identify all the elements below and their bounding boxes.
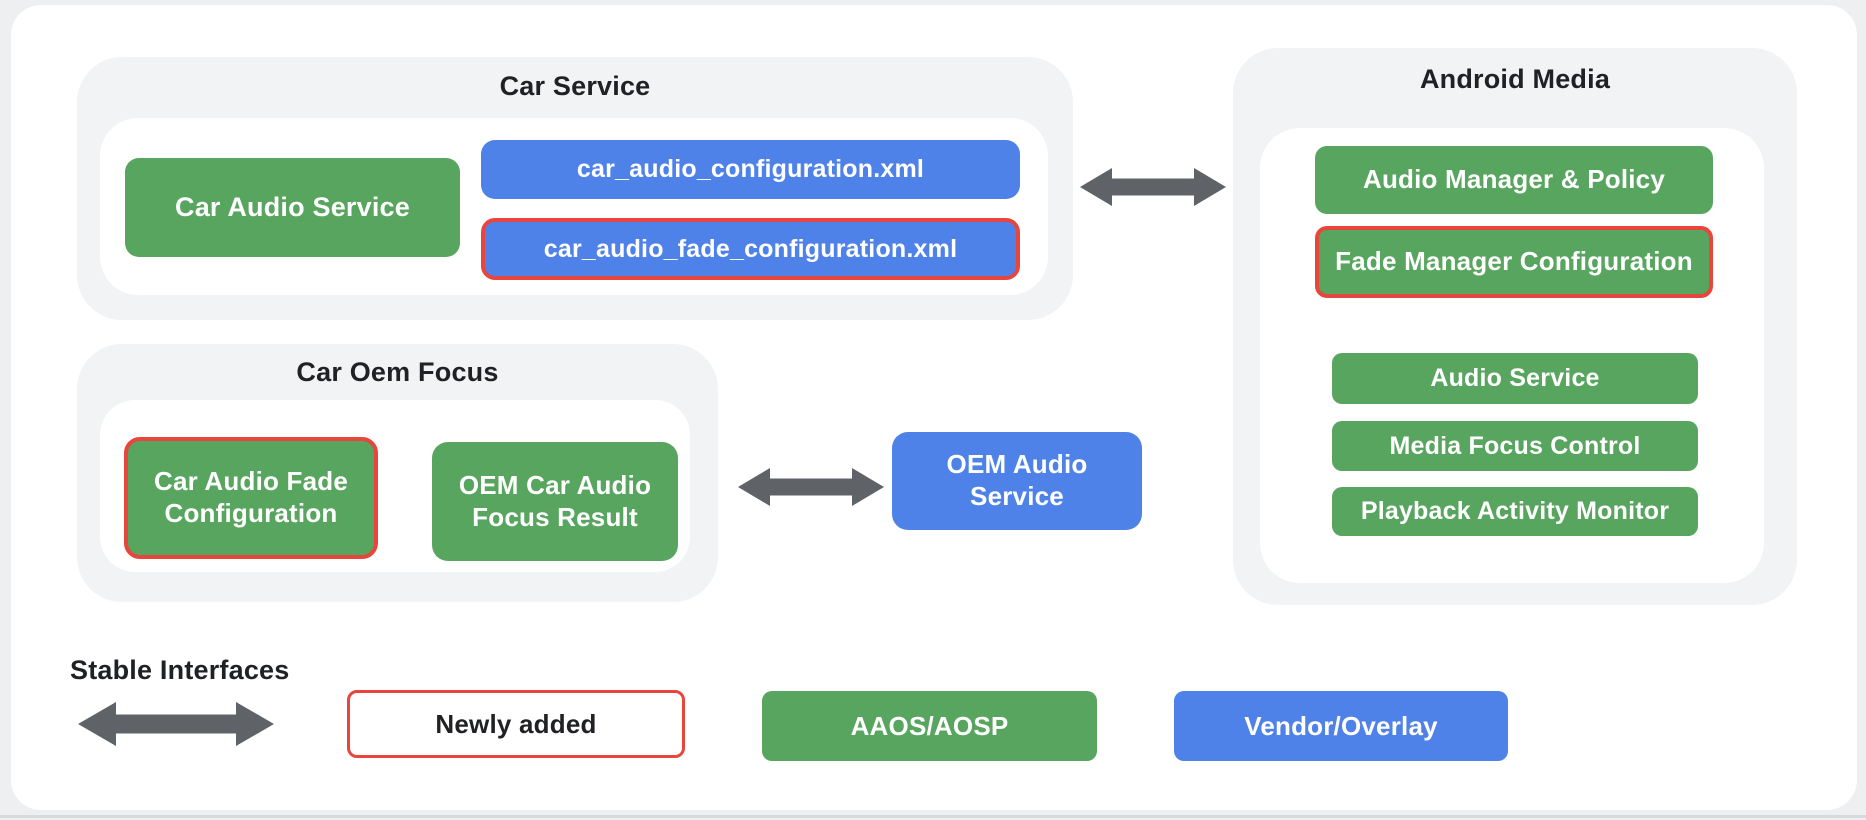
car-oem-focus-container: Car Oem Focus Car Audio Fade Configurati… — [77, 344, 718, 602]
car-oem-focus-title: Car Oem Focus — [296, 357, 499, 387]
media-focus-control-box: Media Focus Control — [1332, 421, 1698, 471]
oem-car-audio-focus-result-box: OEM Car Audio Focus Result — [432, 442, 678, 561]
car-audio-fade-configuration-xml-box: car_audio_fade_configuration.xml — [481, 218, 1020, 280]
car-service-title: Car Service — [499, 71, 651, 101]
audio-manager-policy-box: Audio Manager & Policy — [1315, 146, 1713, 214]
audio-service-box: Audio Service — [1332, 353, 1698, 404]
fade-manager-configuration-box: Fade Manager Configuration — [1315, 226, 1713, 298]
car-audio-service-box: Car Audio Service — [125, 158, 460, 257]
car-service-container: Car Service Car Audio Service car_audio_… — [77, 57, 1073, 320]
oem-audio-service-box: OEM Audio Service — [892, 432, 1142, 530]
double-arrow-icon — [738, 465, 884, 509]
android-media-title: Android Media — [1419, 64, 1611, 94]
android-media-inner-panel: Audio Manager & Policy Fade Manager Conf… — [1260, 128, 1764, 583]
car-audio-fade-configuration-box: Car Audio Fade Configuration — [124, 437, 378, 559]
bottom-edge-line — [0, 815, 1866, 818]
android-media-container: Android Media Audio Manager & Policy Fad… — [1233, 48, 1797, 605]
playback-activity-monitor-box: Playback Activity Monitor — [1332, 487, 1698, 536]
legend-newly-added: Newly added — [347, 690, 685, 758]
legend-aaos-aosp: AAOS/AOSP — [762, 691, 1097, 761]
car-service-inner-panel: Car Audio Service car_audio_configuratio… — [100, 118, 1048, 295]
stable-interfaces-double-arrow-icon — [78, 699, 274, 749]
double-arrow-icon — [1080, 165, 1226, 209]
stable-interfaces-label: Stable Interfaces — [70, 655, 290, 685]
legend-vendor-overlay: Vendor/Overlay — [1174, 691, 1508, 761]
car-audio-configuration-xml-box: car_audio_configuration.xml — [481, 140, 1020, 199]
car-oem-focus-inner-panel: Car Audio Fade Configuration OEM Car Aud… — [100, 400, 690, 572]
